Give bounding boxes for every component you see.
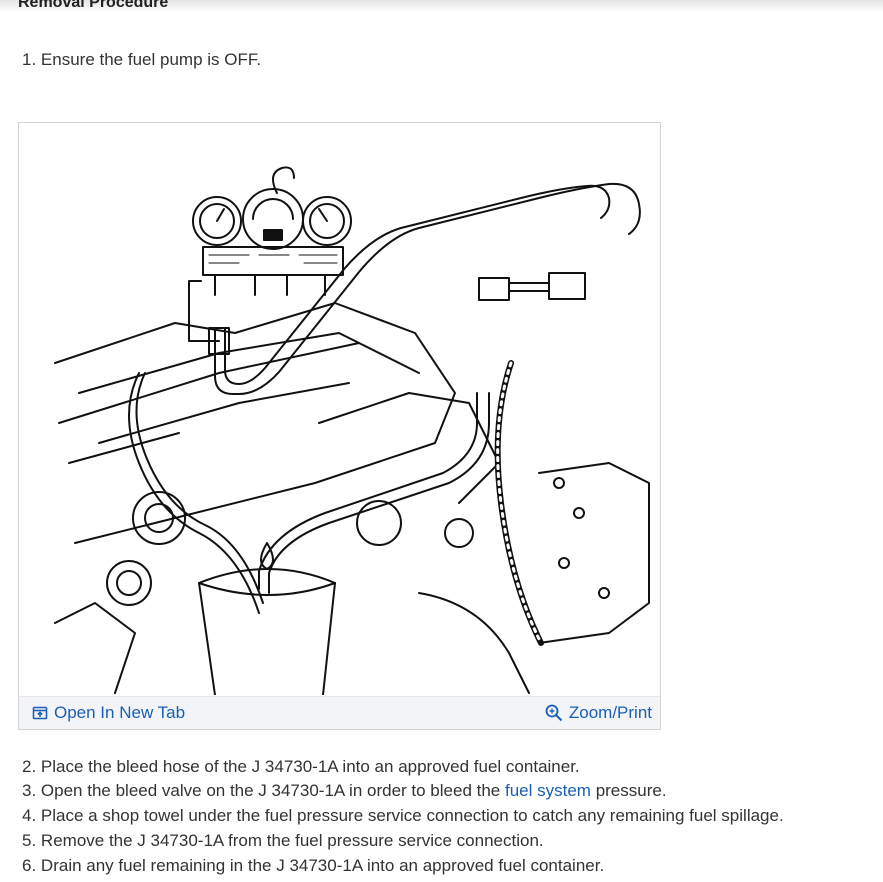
fuel-system-link[interactable]: fuel system [504,781,591,800]
step-2: 2. Place the bleed hose of the J 34730-1… [22,757,580,777]
step-text: Remove the J 34730-1A from the fuel pres… [40,831,544,850]
figure-toolbar: Open In New Tab Zoom/Print [19,696,660,729]
top-shadow [0,0,883,12]
step-1: 1. Ensure the fuel pump is OFF. [22,50,261,70]
figure-panel: Open In New Tab Zoom/Print [18,122,661,730]
zoom-print-link[interactable]: Zoom/Print [545,703,652,723]
step-number: 6. [22,856,37,875]
step-3: 3. Open the bleed valve on the J 34730-1… [22,781,667,801]
step-text: Ensure the fuel pump is OFF. [40,50,262,69]
open-in-new-tab-icon [32,706,48,720]
step-number: 5. [22,831,37,850]
magnifier-icon [545,704,563,722]
step-5: 5. Remove the J 34730-1A from the fuel p… [22,831,544,851]
step-text: Open the bleed valve on the J 34730-1A i… [40,781,505,800]
zoom-print-label: Zoom/Print [568,703,652,722]
step-text: Place the bleed hose of the J 34730-1A i… [40,757,580,776]
section-heading: Removal Procedure [18,0,169,11]
step-text-tail: pressure. [590,781,667,800]
step-number: 1. [22,50,37,69]
step-text: Drain any fuel remaining in the J 34730-… [40,856,605,875]
step-4: 4. Place a shop towel under the fuel pre… [22,806,784,826]
step-6: 6. Drain any fuel remaining in the J 347… [22,856,604,876]
open-in-new-tab-link[interactable]: Open In New Tab [32,703,185,723]
step-number: 3. [22,781,37,800]
step-number: 4. [22,806,37,825]
fuel-pressure-gauge-illustration [54,166,650,695]
step-number: 2. [22,757,37,776]
open-in-new-tab-label: Open In New Tab [54,703,186,722]
step-text: Place a shop towel under the fuel pressu… [40,806,784,825]
